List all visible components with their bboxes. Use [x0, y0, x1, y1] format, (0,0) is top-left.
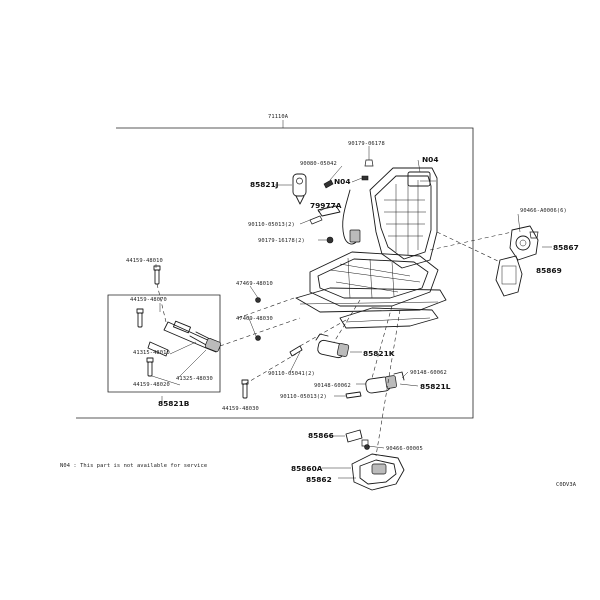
label-90080-05042: 90080-05042 — [300, 161, 337, 167]
seat-frame-drawing — [295, 167, 447, 329]
part-85821L-drawing — [345, 371, 419, 399]
label-n04-top: N04 — [422, 155, 438, 164]
bolts-left — [136, 265, 303, 399]
label-90110-05013-b: 90110-05013(2) — [280, 394, 327, 400]
label-85821L: 85821L — [420, 382, 451, 391]
label-71110A: 71110A — [268, 114, 289, 120]
label-90466-A0006: 90466-A0006(6) — [520, 208, 567, 214]
label-47469-48030: 47469-48030 — [236, 316, 273, 322]
label-n04-mid: N04 — [334, 177, 350, 186]
label-85867: 85867 — [553, 243, 579, 252]
assembly-frame — [76, 127, 474, 419]
part-85821J-drawing — [275, 173, 307, 205]
label-90148-60062: 90148-60062 — [410, 370, 447, 376]
label-44159-48010: 44159-48010 — [126, 258, 163, 264]
footnote: N04 : This part is not available for ser… — [60, 463, 207, 469]
label-44159-48030: 44159-48030 — [222, 406, 259, 412]
label-85866: 85866 — [308, 431, 334, 440]
part-85821B-drawing — [147, 320, 222, 357]
assembly-dash-lines — [156, 231, 513, 457]
label-47469-48010: 47469-48010 — [236, 281, 273, 287]
part-labels: 71110A 90179-06178 90080-05042 N04 N04 8… — [126, 114, 579, 484]
hardware-markers — [255, 159, 539, 450]
label-85860A: 85860A — [291, 464, 323, 473]
label-41325-48030: 41325-48030 — [176, 376, 213, 382]
label-85821J: 85821J — [250, 180, 279, 189]
label-85862: 85862 — [306, 475, 332, 484]
label-44159-48070: 44159-48070 — [130, 297, 167, 303]
label-85869: 85869 — [536, 266, 562, 275]
label-41315-48010: 41315-48010 — [133, 350, 170, 356]
label-85821K: 85821K — [363, 349, 395, 358]
label-90148-60062-b: 90148-60062 — [314, 383, 351, 389]
part-85860A-drawing — [322, 429, 405, 491]
label-44159-48020: 44159-48020 — [133, 382, 170, 388]
parts-85867-85869-drawing — [495, 213, 552, 297]
label-90179-06178: 90179-06178 — [348, 141, 385, 147]
label-90110-05041: 90110-05041(2) — [268, 371, 315, 377]
label-90179-16178: 90179-16178(2) — [258, 238, 305, 244]
part-85821K-drawing — [315, 333, 362, 359]
label-leaders — [151, 120, 436, 404]
label-90110-05013: 90110-05013(2) — [248, 222, 295, 228]
label-90466-00005: 90466-00005 — [386, 446, 423, 452]
label-79977A: 79977A — [310, 201, 342, 210]
diagram-code: C0DV3A — [556, 482, 577, 488]
label-85821B: 85821B — [158, 399, 190, 408]
